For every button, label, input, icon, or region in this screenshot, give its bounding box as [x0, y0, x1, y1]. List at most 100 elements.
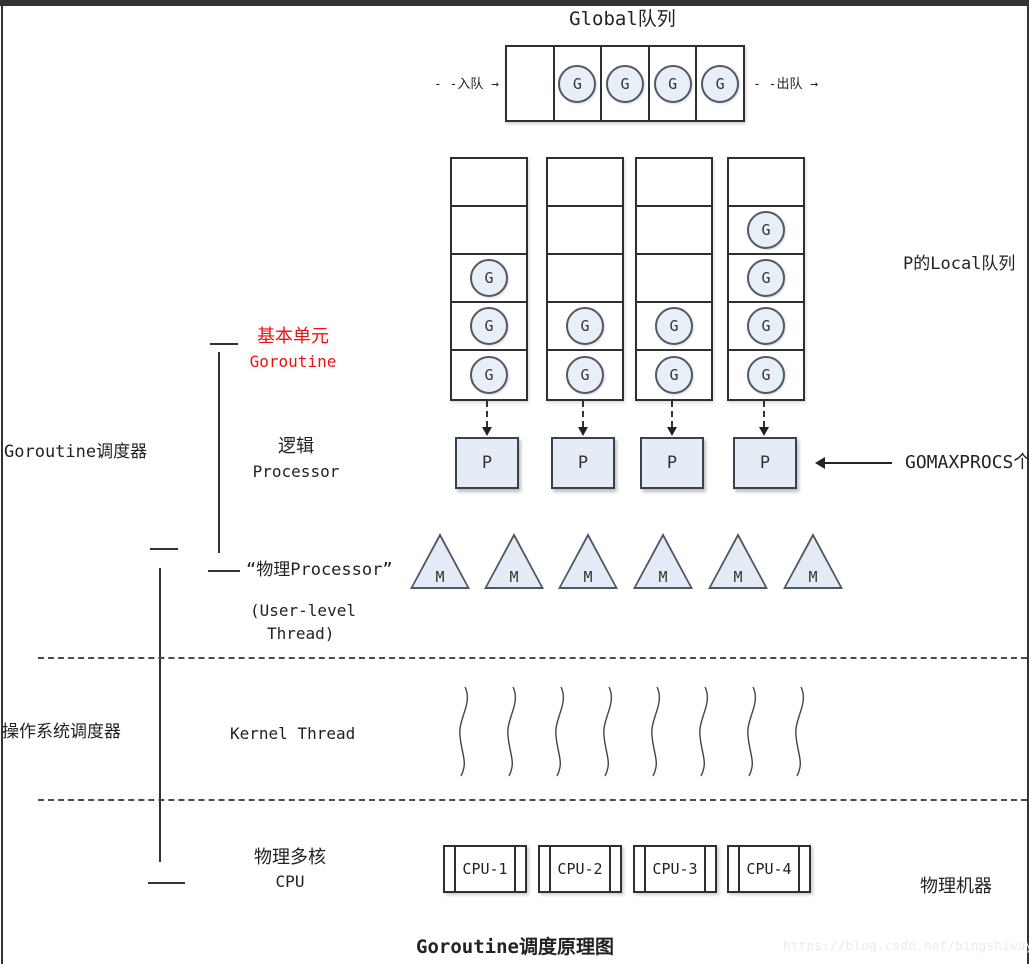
local-queue-cell — [548, 207, 622, 255]
local-queue-cell — [452, 159, 526, 207]
os-scheduler-label: 操作系统调度器 — [2, 722, 121, 742]
kernel-thread-wave — [603, 686, 613, 777]
enqueue-arrow-label: - -入队 → — [433, 77, 499, 92]
watermark-text: https://blog.csdn.net/bingshiwuyu — [783, 938, 1029, 953]
goroutine-circle: G — [747, 307, 785, 345]
local-queue-label: P的Local队列 — [903, 254, 1016, 274]
local-queue-cell — [729, 159, 803, 207]
global-queue-cell: G — [650, 47, 698, 120]
p-processor-box-2: P — [551, 437, 615, 489]
user-level-thread-label: Thread) — [267, 624, 335, 643]
local-queue-cell: G — [729, 255, 803, 303]
goroutine-circle: G — [653, 64, 692, 103]
diagram-caption: Goroutine调度原理图 — [416, 936, 614, 958]
scheduler-bracket-line — [218, 352, 220, 553]
kernel-thread-wave — [459, 686, 469, 777]
cpu-box-3: CPU-3 — [633, 845, 717, 893]
queue-to-p-arrowhead — [482, 427, 492, 436]
local-queue-cell: G — [452, 255, 526, 303]
kernel-thread-label: Kernel Thread — [230, 724, 356, 743]
basic-unit-goroutine-label: Goroutine — [249, 352, 337, 371]
local-queue-cell — [637, 255, 711, 303]
goroutine-circle: G — [701, 64, 740, 103]
m-label: M — [583, 568, 593, 586]
local-queue-cell: G — [637, 351, 711, 399]
right-edge-line — [1027, 6, 1029, 964]
basic-unit-label: 基本单元 — [257, 326, 329, 347]
multicore-cpu-label-2: CPU — [275, 872, 305, 891]
gomaxprocs-label: GOMAXPROCS个 — [905, 452, 1029, 473]
m-label: M — [435, 568, 445, 586]
physical-processor-tick — [208, 570, 240, 572]
global-queue-cell: G — [602, 47, 650, 120]
local-queue-cell: G — [637, 303, 711, 351]
multicore-cpu-label: 物理多核 — [254, 847, 326, 868]
kernel-thread-wave — [795, 686, 805, 777]
kernel-thread-wave — [699, 686, 709, 777]
kernel-thread-wave — [555, 686, 565, 777]
p-processor-box-1: P — [455, 437, 519, 489]
goroutine-circle: G — [655, 307, 693, 345]
local-queue-cell: G — [548, 303, 622, 351]
left-edge-line — [1, 6, 3, 964]
logical-label: 逻辑 — [278, 436, 314, 457]
goroutine-circle: G — [747, 211, 785, 249]
m-thread-triangle-6: M — [783, 533, 843, 589]
queue-to-p-arrowhead — [667, 427, 677, 436]
cpu-box-4: CPU-4 — [727, 845, 811, 893]
separator-kernel-hardware — [38, 799, 1027, 801]
local-queue-cell: G — [729, 303, 803, 351]
gomaxprocs-arrow-line — [824, 462, 892, 464]
bracket-tick-top — [210, 343, 238, 345]
m-thread-triangle-3: M — [558, 533, 618, 589]
local-queue-cell — [637, 159, 711, 207]
goroutine-circle: G — [566, 356, 604, 394]
queue-to-p-arrow — [486, 401, 488, 427]
local-queue-cell — [637, 207, 711, 255]
os-bracket-line — [159, 568, 161, 862]
bracket-tick-bottom — [148, 882, 185, 884]
goroutine-circle: G — [470, 259, 508, 297]
kernel-thread-wave — [747, 686, 757, 777]
m-thread-triangle-5: M — [708, 533, 768, 589]
goroutine-circle: G — [470, 356, 508, 394]
kernel-thread-wave — [651, 686, 661, 777]
local-queue-cell: G — [729, 207, 803, 255]
local-queue-cell — [548, 255, 622, 303]
physical-machine-label: 物理机器 — [920, 876, 992, 897]
queue-to-p-arrow — [671, 401, 673, 427]
user-level-label: (User-level — [250, 601, 356, 620]
goroutine-circle: G — [747, 259, 785, 297]
m-label: M — [509, 568, 519, 586]
global-queue-cell: G — [697, 47, 743, 120]
m-thread-triangle-2: M — [484, 533, 544, 589]
gomaxprocs-arrowhead — [815, 457, 825, 469]
queue-to-p-arrowhead — [578, 427, 588, 436]
global-queue-cell: G — [555, 47, 603, 120]
queue-to-p-arrow — [763, 401, 765, 427]
p-processor-box-4: P — [733, 437, 797, 489]
goroutine-circle: G — [470, 307, 508, 345]
local-queue-cell: G — [729, 351, 803, 399]
local-queue-cell — [452, 207, 526, 255]
queue-to-p-arrowhead — [759, 427, 769, 436]
separator-user-kernel — [38, 657, 1027, 659]
local-queue-cell: G — [452, 303, 526, 351]
goroutine-scheduler-label: Goroutine调度器 — [4, 442, 148, 462]
bracket-tick-mid — [150, 548, 178, 550]
global-queue-cell — [507, 47, 555, 120]
logical-processor-label: Processor — [252, 462, 340, 481]
m-label: M — [658, 568, 668, 586]
local-queue-cell — [548, 159, 622, 207]
m-label: M — [808, 568, 818, 586]
goroutine-circle: G — [747, 356, 785, 394]
local-queue-cell: G — [548, 351, 622, 399]
cpu-box-2: CPU-2 — [538, 845, 622, 893]
m-thread-triangle-4: M — [633, 533, 693, 589]
goroutine-circle: G — [605, 64, 644, 103]
window-top-bar — [0, 0, 1029, 6]
queue-to-p-arrow — [582, 401, 584, 427]
